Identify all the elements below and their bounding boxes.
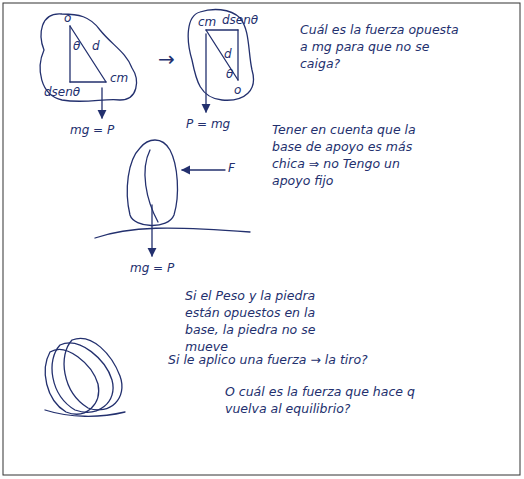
weight-arrow	[101, 88, 102, 118]
vertical-line	[237, 30, 238, 80]
stone-outline	[52, 343, 113, 412]
weight-label: mg = P	[130, 260, 174, 276]
center-label: cm	[110, 70, 128, 86]
weight-arrow	[205, 34, 206, 112]
arm-label: dsenθ	[44, 84, 80, 100]
support-note: Tener en cuenta que la base de apoyo es …	[272, 122, 442, 190]
page-frame	[3, 3, 520, 475]
weight-label: P = mg	[186, 116, 230, 132]
lever-arm	[206, 29, 238, 30]
distance-label: d	[92, 38, 100, 54]
force-note: Si le aplico una fuerza → la tiro?	[168, 352, 408, 369]
distance-label: d	[224, 46, 232, 62]
lever-arm	[70, 81, 106, 82]
angle-label: θ	[226, 66, 233, 82]
distance-line	[70, 26, 106, 82]
question-note: Cuál es la fuerza opuesta a mg para que …	[300, 22, 465, 73]
transition-arrow: →	[158, 46, 175, 73]
point-label: o	[64, 10, 71, 26]
force-label: F	[228, 160, 235, 176]
force-arrow	[182, 169, 225, 170]
arm-label: dsenθ	[222, 12, 258, 28]
question-note: O cuál es la fuerza que hace q vuelva al…	[225, 384, 415, 418]
stone-outline	[45, 350, 98, 415]
angle-label: θ	[73, 38, 80, 54]
equilibrium-note: Si el Peso y la piedra están opuestos en…	[185, 288, 335, 356]
body-outline	[40, 14, 136, 102]
point-label: o	[234, 82, 241, 98]
center-label: cm	[198, 14, 216, 30]
weight-arrow	[151, 205, 152, 256]
stone-outline	[64, 338, 122, 410]
ground-curve	[45, 410, 125, 416]
ground-curve	[95, 228, 250, 238]
vertical-line	[69, 26, 70, 82]
weight-label: mg = P	[70, 122, 114, 138]
